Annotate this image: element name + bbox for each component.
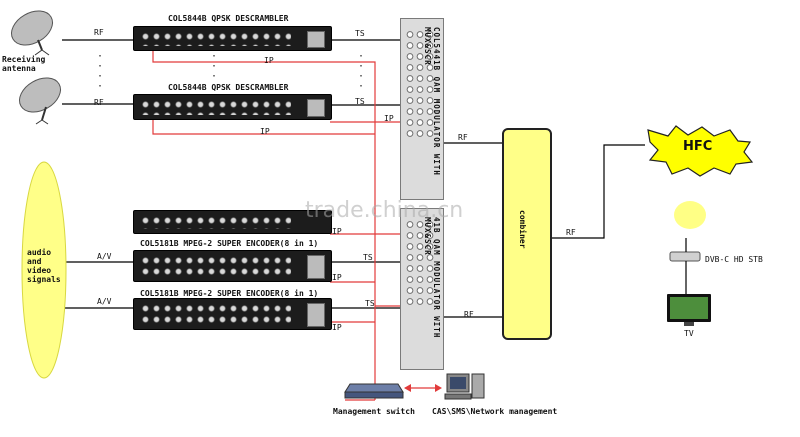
computer-icon [444, 373, 485, 400]
ip-label-3: IP [384, 114, 394, 123]
ts-label-4: TS [365, 299, 375, 308]
stb-label: DVB-C HD STB [705, 255, 763, 264]
antenna-icon [11, 10, 53, 56]
descrambler-1 [133, 26, 332, 51]
management-label: CAS\SMS\Network management [432, 407, 558, 416]
combiner-label: combiner [518, 210, 527, 249]
hfc-burst [647, 125, 754, 177]
encoder-partial [133, 210, 332, 234]
watermark: trade.china.cn [305, 198, 464, 223]
av-label-1: A/V [97, 252, 112, 261]
modulator-rack-1: COL5441B QAM MODULATOR WITH MUX&SCR [400, 18, 444, 200]
ip-label-1: IP [264, 56, 274, 65]
av-label-2: A/V [97, 297, 112, 306]
ip-label-6: IP [332, 323, 342, 332]
switch-icon [344, 383, 404, 399]
tv-label: TV [684, 329, 694, 338]
tv-icon [667, 294, 711, 326]
rf-mod-label-2: RF [464, 310, 474, 319]
modulator-rack-2: 41B QAM MODULATOR WITH MUX&SCR [400, 208, 444, 370]
ip-label-2: IP [260, 127, 270, 136]
ts-label-2: TS [355, 97, 365, 106]
encoder-1-label: COL5181B MPEG-2 SUPER ENCODER(8 in 1) [140, 239, 319, 248]
signals-label: audio and video signals [27, 248, 61, 284]
descrambler-2-label: COL5844B QPSK DESCRAMBLER [168, 83, 289, 92]
rf-label-2: RF [94, 98, 104, 107]
rf-label-1: RF [94, 28, 104, 37]
dots-right: ···· [358, 51, 365, 92]
combiner-box: combiner [502, 128, 552, 340]
switch-label: Management switch [333, 407, 415, 416]
modulator-1-label: COL5441B QAM MODULATOR WITH MUX&SCR [423, 27, 441, 176]
rf-mod-label-1: RF [458, 133, 468, 142]
descrambler-2 [133, 94, 332, 120]
dots-left: ···· [97, 51, 104, 92]
antenna-icon-2 [19, 77, 61, 125]
stb-icon [669, 251, 701, 262]
encoder-2-label: COL5181B MPEG-2 SUPER ENCODER(8 in 1) [140, 289, 319, 298]
antenna-label: Receiving antenna [2, 55, 46, 73]
encoder-1 [133, 250, 332, 282]
dots-middle: ··· [211, 51, 218, 82]
ip-label-5: IP [332, 273, 342, 282]
descrambler-1-label: COL5844B QPSK DESCRAMBLER [168, 14, 289, 23]
signals-ellipse [21, 161, 67, 379]
hfc-label: HFC [683, 139, 713, 154]
ts-label-3: TS [363, 253, 373, 262]
ip-label-4: IP [332, 227, 342, 236]
rf-combiner-label: RF [566, 228, 576, 237]
encoder-2 [133, 298, 332, 330]
ts-label-1: TS [355, 29, 365, 38]
modulator-2-label: 41B QAM MODULATOR WITH MUX&SCR [423, 217, 441, 339]
